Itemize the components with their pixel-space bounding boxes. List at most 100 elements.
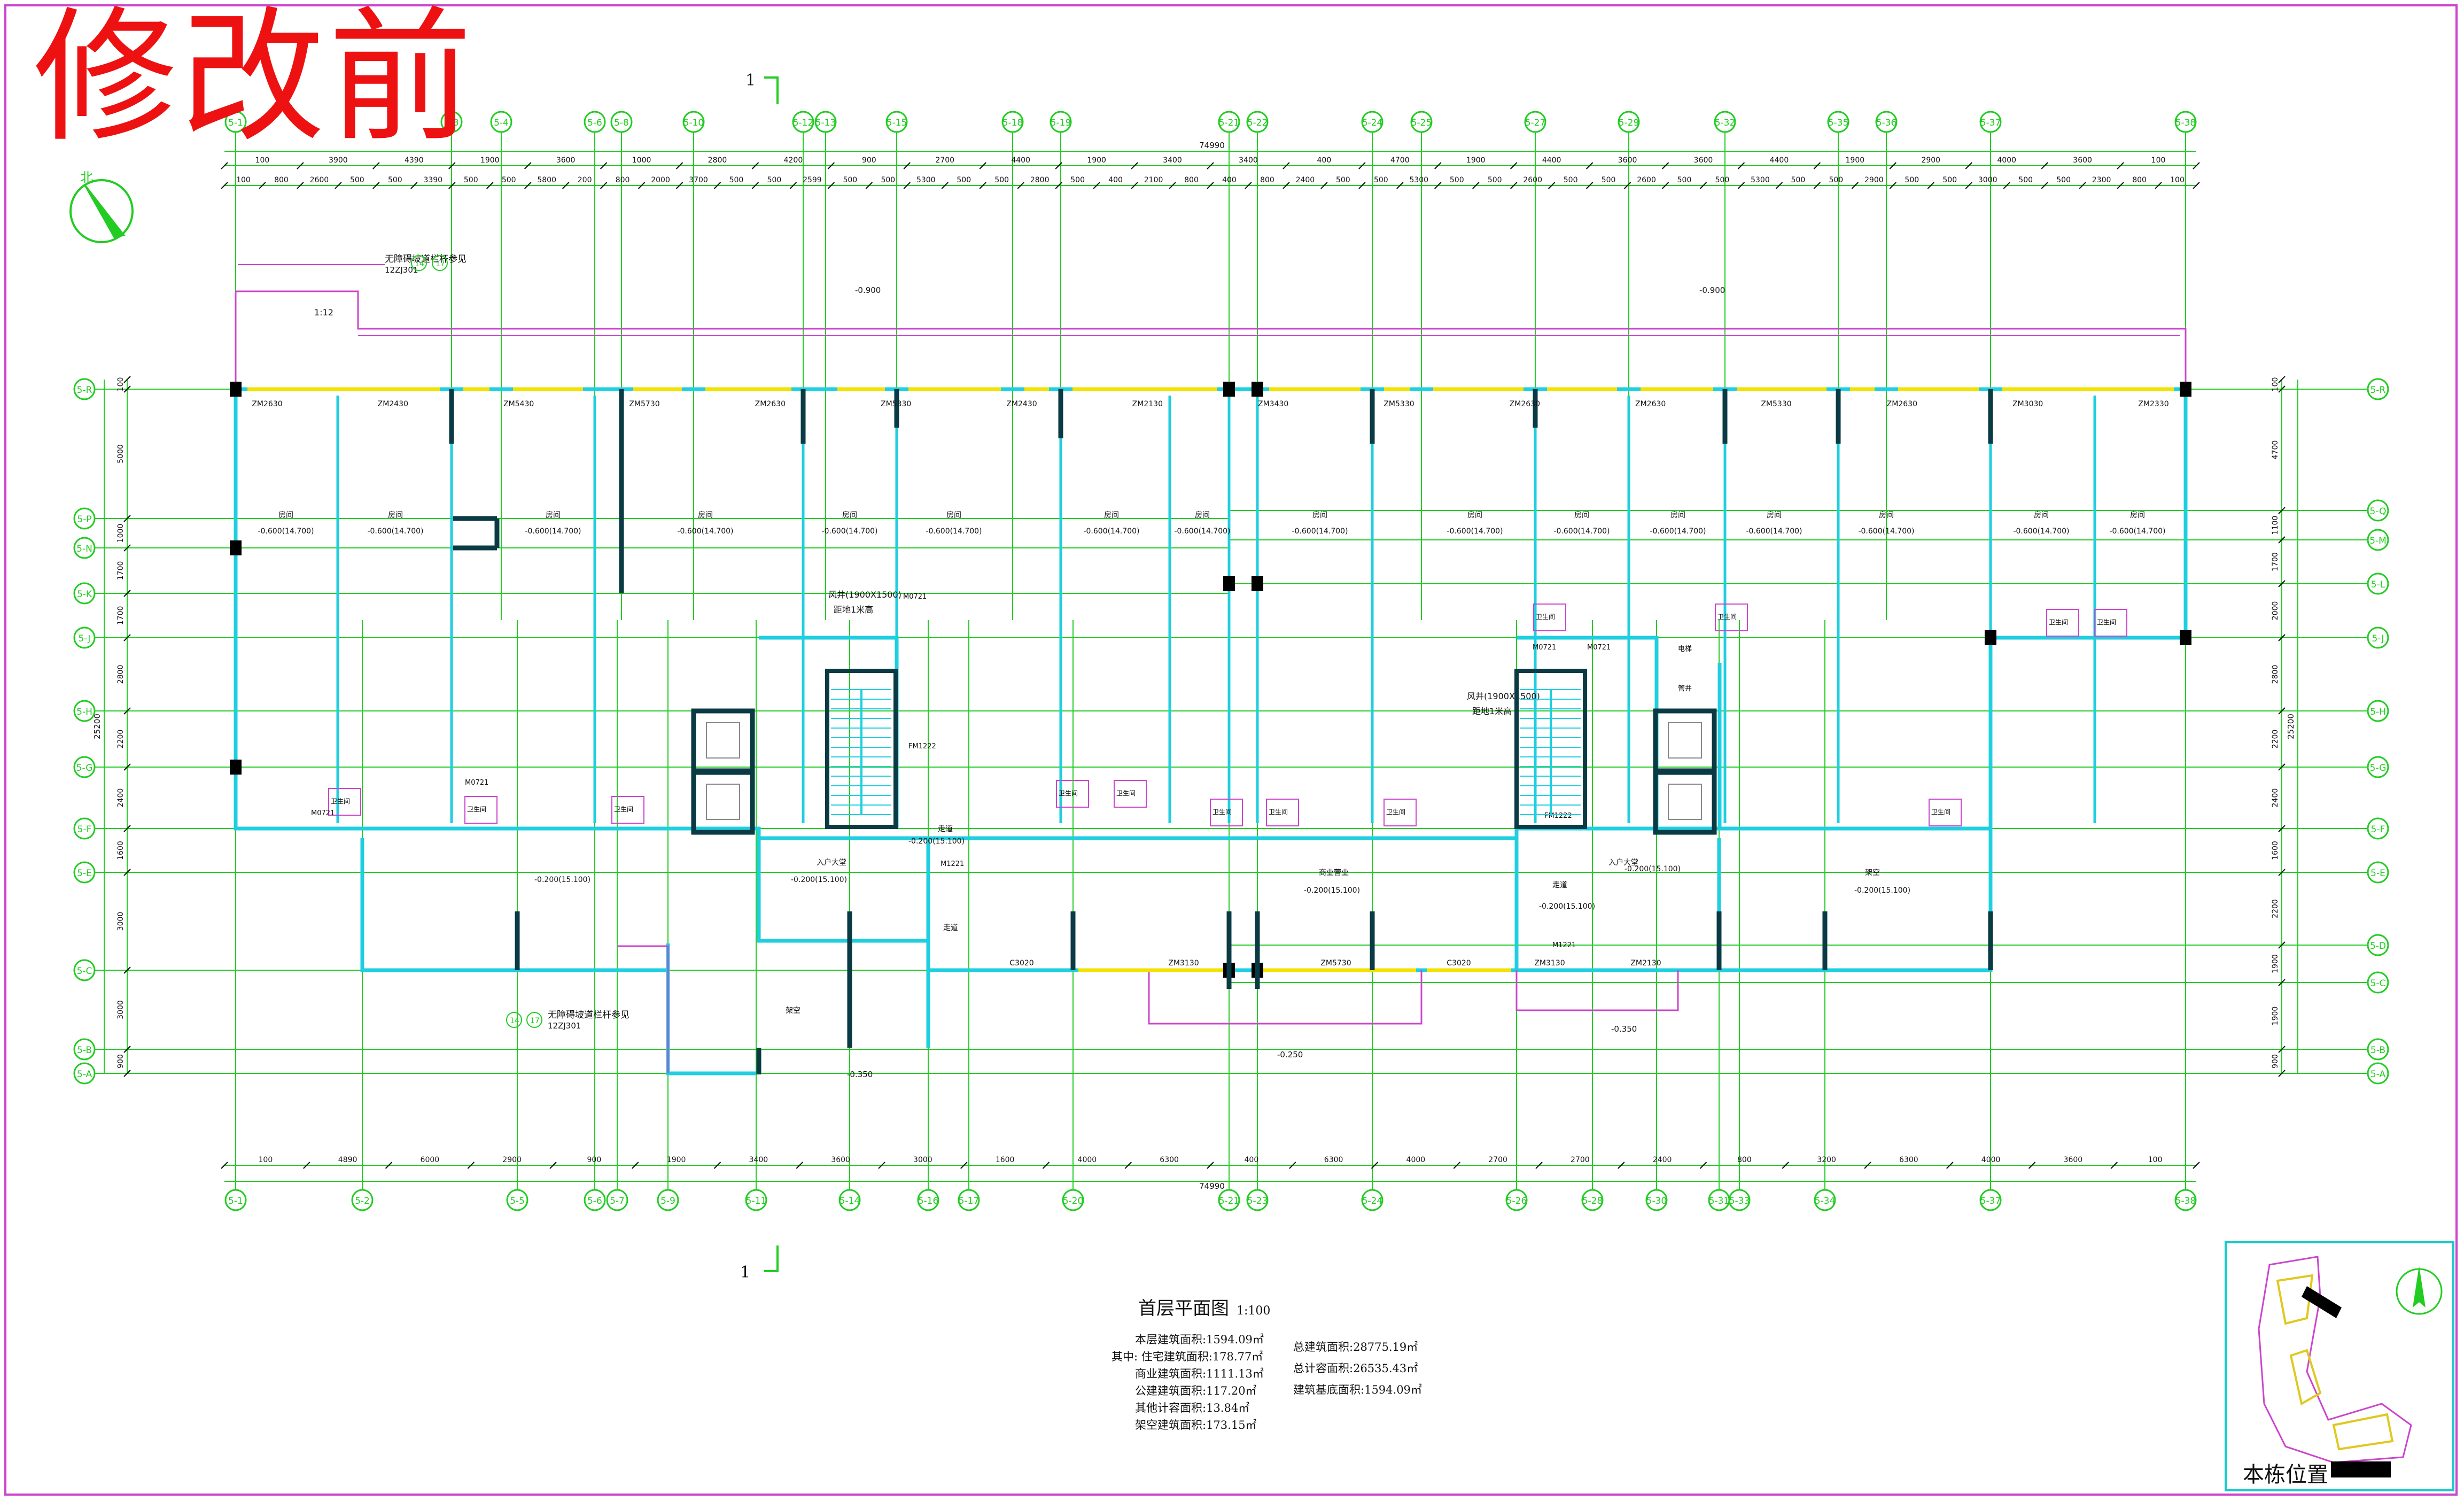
room-name: 走道 [943, 924, 958, 932]
dimension-tick [1699, 182, 1707, 189]
dimension-value: 4890 [338, 1156, 357, 1164]
axis-bubble [2174, 1189, 2197, 1211]
dimension-tick [2278, 385, 2286, 393]
svg-text:14: 14 [510, 1017, 519, 1025]
room-name: 卫生间 [1116, 790, 1136, 797]
dimension-value: 4400 [1770, 156, 1789, 165]
axis-bubble [224, 1189, 247, 1211]
svg-text:14: 14 [415, 260, 424, 268]
dimension-tick [903, 162, 911, 169]
room-name: 房间 [1104, 511, 1119, 520]
dimension-value: 2400 [1296, 176, 1315, 184]
elevation-mark: -0.200(15.100) [1624, 865, 1681, 873]
dimension-value: 4700 [2271, 440, 2280, 460]
location-panel: 本栋位置 [2225, 1241, 2454, 1491]
room-name: 房间 [1312, 511, 1327, 520]
dimension-tick [789, 182, 797, 189]
wc-outline [1715, 604, 1748, 631]
dimension-tick [713, 1162, 721, 1169]
dimension-value: 3400 [1163, 156, 1182, 165]
dimension-value: 2700 [1571, 1156, 1590, 1164]
area-row: 本层建筑面积:1594.09㎡ [1135, 1333, 1264, 1346]
axis-grid [95, 133, 2367, 1189]
dimension-tick [2278, 1046, 2286, 1053]
axis-label: 5-34 [1815, 1196, 1836, 1206]
dimension-value: 500 [1829, 176, 1843, 184]
axis-label: 5-1 [228, 1196, 243, 1206]
dimension-value: 100 [255, 156, 270, 165]
axis-bubble [1827, 111, 1849, 133]
dimension-value: 2400 [1653, 1156, 1672, 1164]
axis-bubble [1001, 111, 1024, 133]
area-row: 架空建筑面积:173.15㎡ [1135, 1419, 1257, 1432]
dimension-value: 1900 [2271, 954, 2280, 973]
room-elevation: -0.600(14.700) [677, 527, 733, 536]
area-row: 其中: 住宅建筑面积:178.77㎡ [1111, 1350, 1263, 1363]
room-elevation: -0.600(14.700) [1746, 527, 1802, 536]
column [230, 540, 242, 555]
axis-bubble [2367, 499, 2389, 522]
dimension-value: 500 [464, 176, 478, 184]
room-name: 走道 [938, 825, 953, 833]
dimension-value: 1700 [2271, 552, 2280, 571]
axis-label: 5-F [2371, 824, 2385, 835]
dimension-value: 500 [1374, 176, 1388, 184]
axis-bubble [1050, 111, 1072, 133]
dimension-value: 3000 [913, 1156, 932, 1164]
axis-bubble [2367, 700, 2389, 722]
axis-label: 5-A [2370, 1069, 2386, 1080]
axis-label: 5-16 [918, 1196, 939, 1206]
dimension-value: 1900 [1466, 156, 1486, 165]
elevation-mark: -0.900 [855, 285, 881, 295]
elevation-mark: -0.350 [1611, 1024, 1637, 1034]
dimension-tick [448, 162, 456, 169]
dimension-value: 2400 [116, 788, 125, 808]
elevation-mark: -0.250 [1277, 1050, 1303, 1059]
room-name: 入户大堂 [1608, 858, 1638, 867]
dimension-value: 500 [1905, 176, 1919, 184]
axis-label: 5-31 [1709, 1196, 1730, 1206]
axis-bubble [1581, 1189, 1604, 1211]
dimension-tick [1864, 1162, 1871, 1169]
dimension-tick [2278, 979, 2286, 986]
dimension-tick [123, 966, 131, 974]
dimension-tick [2041, 162, 2048, 169]
dimension-value: 3000 [116, 912, 125, 931]
room-name: 卫生间 [1059, 790, 1078, 797]
dimension-tick [1371, 1162, 1379, 1169]
dimension-value: 100 [2170, 176, 2185, 184]
dimension-value: 3600 [2064, 1156, 2083, 1164]
dimension-value: 2400 [2271, 788, 2280, 808]
dimension-value: 500 [1677, 176, 1692, 184]
room-name: 卫生间 [1212, 808, 1232, 816]
dimension-tick [2003, 182, 2010, 189]
axis-bubble [73, 756, 96, 778]
dimension-tick [562, 182, 570, 189]
column [2180, 630, 2191, 645]
axis-label: 5-11 [746, 1196, 767, 1206]
dimension-value: 2100 [1144, 176, 1163, 184]
dimension-tick [1124, 1162, 1132, 1169]
dimension-tick [1396, 182, 1404, 189]
axis-label: 5-F [77, 824, 92, 835]
dimension-tick [979, 182, 986, 189]
room-elevation: -0.600(14.700) [367, 527, 423, 536]
dimension-tick [1207, 162, 1214, 169]
dimension-value: 3600 [1618, 156, 1637, 165]
axis-label: 5-B [77, 1045, 92, 1056]
wc-outline [1533, 604, 1566, 631]
dimension-value: 500 [881, 176, 895, 184]
axis-label: 5-H [76, 707, 92, 717]
axis-bubble [2174, 111, 2197, 133]
dimension-value: 4400 [1011, 156, 1030, 165]
room-name: 架空 [1865, 869, 1880, 877]
axis-bubble [2367, 1038, 2389, 1061]
dimension-tick [123, 634, 131, 641]
svg-text:12ZJ301: 12ZJ301 [385, 265, 418, 275]
room-name: 房间 [278, 511, 293, 520]
door-code: M0721 [465, 779, 488, 787]
window-code: ZM2630 [1887, 400, 1917, 408]
dimension-tick [751, 162, 759, 169]
axis-bubble [1875, 111, 1898, 133]
